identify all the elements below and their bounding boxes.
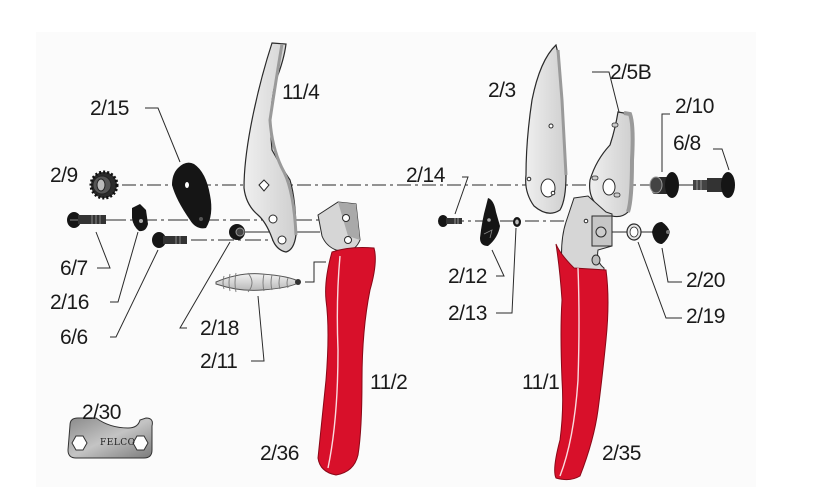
label-11-1: 11/1 [522, 371, 560, 394]
part-6-8-bolt [693, 172, 735, 198]
label-11-2: 11/2 [370, 371, 408, 394]
part-6-6-screw [152, 232, 187, 248]
part-2-10-nut [649, 172, 679, 198]
part-2-12-latch [480, 198, 500, 246]
label-6-8: 6/8 [673, 132, 701, 155]
part-2-19-ring [626, 223, 642, 241]
label-2-18: 2/18 [200, 317, 239, 340]
label-2-12: 2/12 [448, 265, 487, 288]
label-6-6: 6/6 [60, 326, 88, 349]
label-2-14: 2/14 [406, 164, 445, 187]
label-6-7: 6/7 [60, 257, 88, 280]
label-2-36: 2/36 [260, 442, 299, 465]
part-2-18-bushing [229, 224, 245, 240]
label-2-5B: 2/5B [610, 61, 652, 84]
label-2-10: 2/10 [675, 95, 714, 118]
label-2-3: 2/3 [488, 79, 516, 102]
label-2-19: 2/19 [686, 305, 725, 328]
part-2-15-plate [172, 162, 212, 229]
part-2-9-toothed-nut [89, 170, 119, 200]
part-11-1-upper-handle [554, 195, 613, 481]
part-2-16-catch [132, 204, 148, 232]
label-2-13: 2/13 [448, 302, 487, 325]
label-2-9: 2/9 [50, 164, 78, 187]
part-2-5B-head [589, 111, 635, 218]
part-6-7-screw [67, 212, 106, 228]
brand-mark-felco: FELCO [100, 438, 136, 448]
part-2-30-wrench [67, 417, 153, 459]
part-2-3-cutting-blade [525, 43, 568, 214]
part-2-13-washer [513, 217, 521, 227]
label-2-16: 2/16 [50, 291, 89, 314]
part-2-20-shock-absorber [652, 222, 670, 244]
part-2-14-screw [438, 215, 462, 227]
label-2-30: 2/30 [82, 401, 121, 424]
label-2-11: 2/11 [200, 350, 238, 373]
part-11-2-lower-handle [317, 201, 376, 476]
label-11-4: 11/4 [282, 81, 320, 104]
part-11-4-anvil-blade [243, 42, 298, 253]
leader-lines [95, 71, 730, 362]
label-2-15: 2/15 [90, 97, 129, 120]
label-2-20: 2/20 [686, 269, 725, 292]
part-2-11-spring [215, 272, 301, 293]
label-2-35: 2/35 [602, 442, 641, 465]
